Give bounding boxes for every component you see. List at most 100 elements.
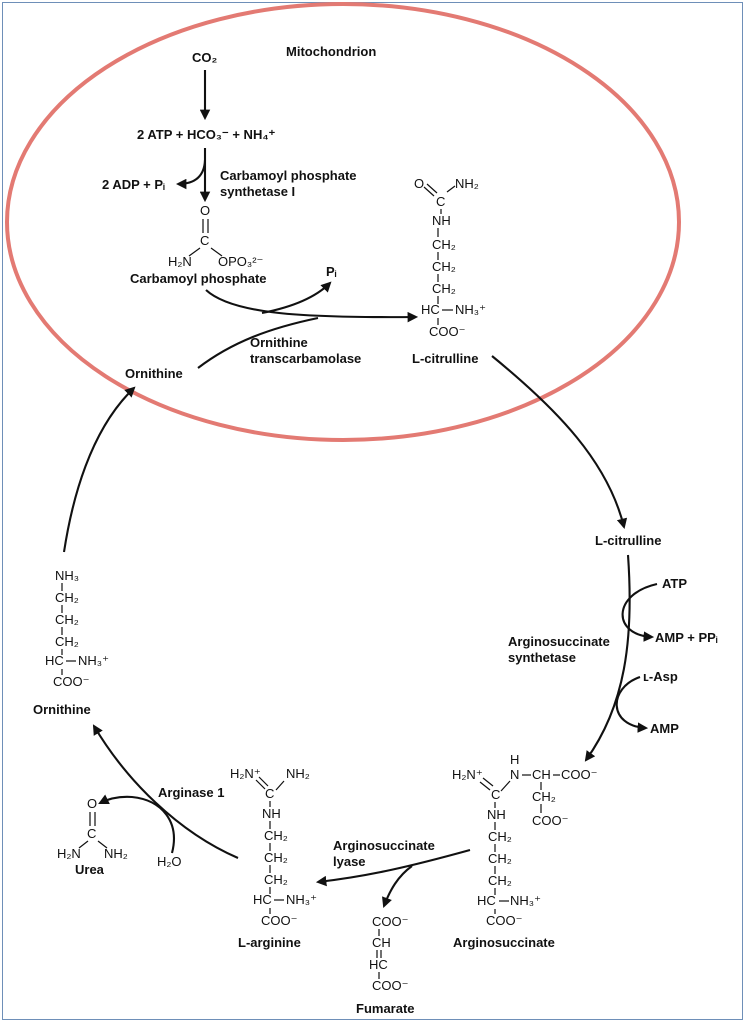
arg-c-nh2-bond	[275, 780, 285, 791]
lyase-label-2: lyase	[333, 854, 366, 869]
amp-label: AMP	[650, 721, 679, 736]
cit-carbon: C	[436, 194, 445, 209]
arg-dbl-a	[255, 779, 266, 790]
citrulline-export-arrow	[491, 355, 628, 530]
as-ch: CH	[532, 767, 551, 782]
as-ch2-a: CH₂	[532, 789, 556, 804]
cit-coo: COO⁻	[429, 324, 465, 339]
fumarate-structure: COO⁻ CH HC COO⁻	[369, 914, 408, 993]
arginine-structure: H₂N⁺ C NH₂ NH CH₂ CH₂ CH₂ HC NH₃⁺ COO⁻	[230, 766, 317, 928]
arg-ch2-2: CH₂	[264, 850, 288, 865]
cit-oxygen: O	[414, 176, 424, 191]
as-hc: HC	[477, 893, 496, 908]
adp-branch-arrow	[175, 159, 207, 190]
orn-hc: HC	[45, 653, 64, 668]
fum-ch: CH	[372, 935, 391, 950]
adp-pi-label: 2 ADP + Pᵢ	[102, 177, 165, 192]
cp-carbon: C	[200, 233, 209, 248]
arg-nh3: NH₃⁺	[286, 892, 317, 907]
pi-label: Pᵢ	[326, 264, 337, 279]
cit-nh3: NH₃⁺	[455, 302, 486, 317]
as-ch2-1: CH₂	[488, 829, 512, 844]
water-label: H₂O	[157, 854, 182, 869]
enzyme-cps1-label-2: synthetase I	[220, 184, 295, 199]
ornithine-structure: NH₃ CH₂ CH₂ CH₂ HC NH₃⁺ COO⁻	[45, 568, 109, 689]
as-h2n: H₂N⁺	[452, 767, 483, 782]
urea-c: C	[87, 826, 96, 841]
cit-hc: HC	[421, 302, 440, 317]
co2-label: CO₂	[192, 50, 218, 65]
as-coo: COO⁻	[486, 913, 522, 928]
as-dbl-a	[479, 781, 491, 791]
cp-bond-right	[210, 247, 223, 257]
water-urea-loop	[98, 794, 175, 854]
orn-ch2-1: CH₂	[55, 590, 79, 605]
cp-opo3: OPO₃²⁻	[218, 254, 263, 269]
arg-c: C	[265, 786, 274, 801]
arg-dbl-b	[258, 776, 269, 787]
ornithine-cytosol-label: Ornithine	[33, 702, 91, 717]
asp-label: ʟ-Asp	[643, 669, 678, 684]
fum-coo-2: COO⁻	[372, 978, 408, 993]
as-c-n-bond	[500, 780, 511, 792]
enzyme-cps1-label: Carbamoyl phosphate	[220, 168, 357, 183]
cit-nh2: NH₂	[455, 176, 479, 191]
as-h-top: H	[510, 752, 519, 767]
cit-co-bond-a	[423, 186, 435, 197]
arg-ch2-1: CH₂	[264, 828, 288, 843]
arginase-main-arrow	[92, 724, 239, 859]
as-nh3: NH₃⁺	[510, 893, 541, 908]
urea-structure: O C H₂N NH₂	[57, 796, 128, 861]
orn-coo: COO⁻	[53, 674, 89, 689]
reactants-label: 2 ATP + HCO₃⁻ + NH₄⁺	[137, 127, 276, 142]
urea-o: O	[87, 796, 97, 811]
arginosuccinate-label: Arginosuccinate	[453, 935, 555, 950]
arginosuccinate-structure: H₂N⁺ C N H CH COO⁻ CH₂ COO⁻ NH CH₂ CH₂ C…	[452, 752, 597, 928]
urea-h2n: H₂N	[57, 846, 81, 861]
carbamoyl-phosphate-label: Carbamoyl phosphate	[130, 271, 267, 286]
cit-ch2-1: CH₂	[432, 237, 456, 252]
enzyme-otc-label: Ornithine	[250, 335, 308, 350]
fum-coo-1: COO⁻	[372, 914, 408, 929]
mitochondrion-outline	[5, 2, 681, 442]
as-ch2-3: CH₂	[488, 873, 512, 888]
arg-nh2: NH₂	[286, 766, 310, 781]
amp-ppi-label: AMP + PPᵢ	[655, 630, 718, 645]
orn-nh3-top: NH₃	[55, 568, 79, 583]
ornithine-mito-label: Ornithine	[125, 366, 183, 381]
lyase-label: Arginosuccinate	[333, 838, 435, 853]
fumarate-label: Fumarate	[356, 1001, 415, 1016]
ornithine-import-arrow	[62, 386, 136, 553]
as-ch2-2: CH₂	[488, 851, 512, 866]
lyase-main-arrow	[315, 848, 471, 887]
citrulline-cytosol-label: L-citrulline	[595, 533, 661, 548]
orn-nh3: NH₃⁺	[78, 653, 109, 668]
urea-bond-right	[97, 840, 108, 849]
fumarate-release-arrow	[382, 865, 413, 908]
as-coo-side: COO⁻	[532, 813, 568, 828]
arg-h2n: H₂N⁺	[230, 766, 261, 781]
arginine-label: L-arginine	[238, 935, 301, 950]
arginase-label: Arginase 1	[158, 785, 224, 800]
atp-amp-loop	[621, 582, 658, 642]
fum-hc: HC	[369, 957, 388, 972]
synthetase-main-arrow	[584, 554, 631, 762]
as-c: C	[491, 787, 500, 802]
synthetase-label-2: synthetase	[508, 650, 576, 665]
arg-nh: NH	[262, 806, 281, 821]
urea-nh2: NH₂	[104, 846, 128, 861]
ornithine-entry-arc	[197, 316, 319, 369]
as-dbl-b	[482, 777, 494, 787]
cit-ch2-3: CH₂	[432, 281, 456, 296]
urea-label: Urea	[75, 862, 105, 877]
cp-h2n: H₂N	[168, 254, 192, 269]
cit-nh: NH	[432, 213, 451, 228]
pi-release-arrow	[261, 281, 332, 315]
citrulline-structure: O NH₂ C NH CH₂ CH₂ CH₂ HC NH₃⁺ COO⁻	[414, 176, 486, 339]
asp-amp-loop	[615, 676, 649, 733]
cp-oxygen: O	[200, 203, 210, 218]
arg-ch2-3: CH₂	[264, 872, 288, 887]
